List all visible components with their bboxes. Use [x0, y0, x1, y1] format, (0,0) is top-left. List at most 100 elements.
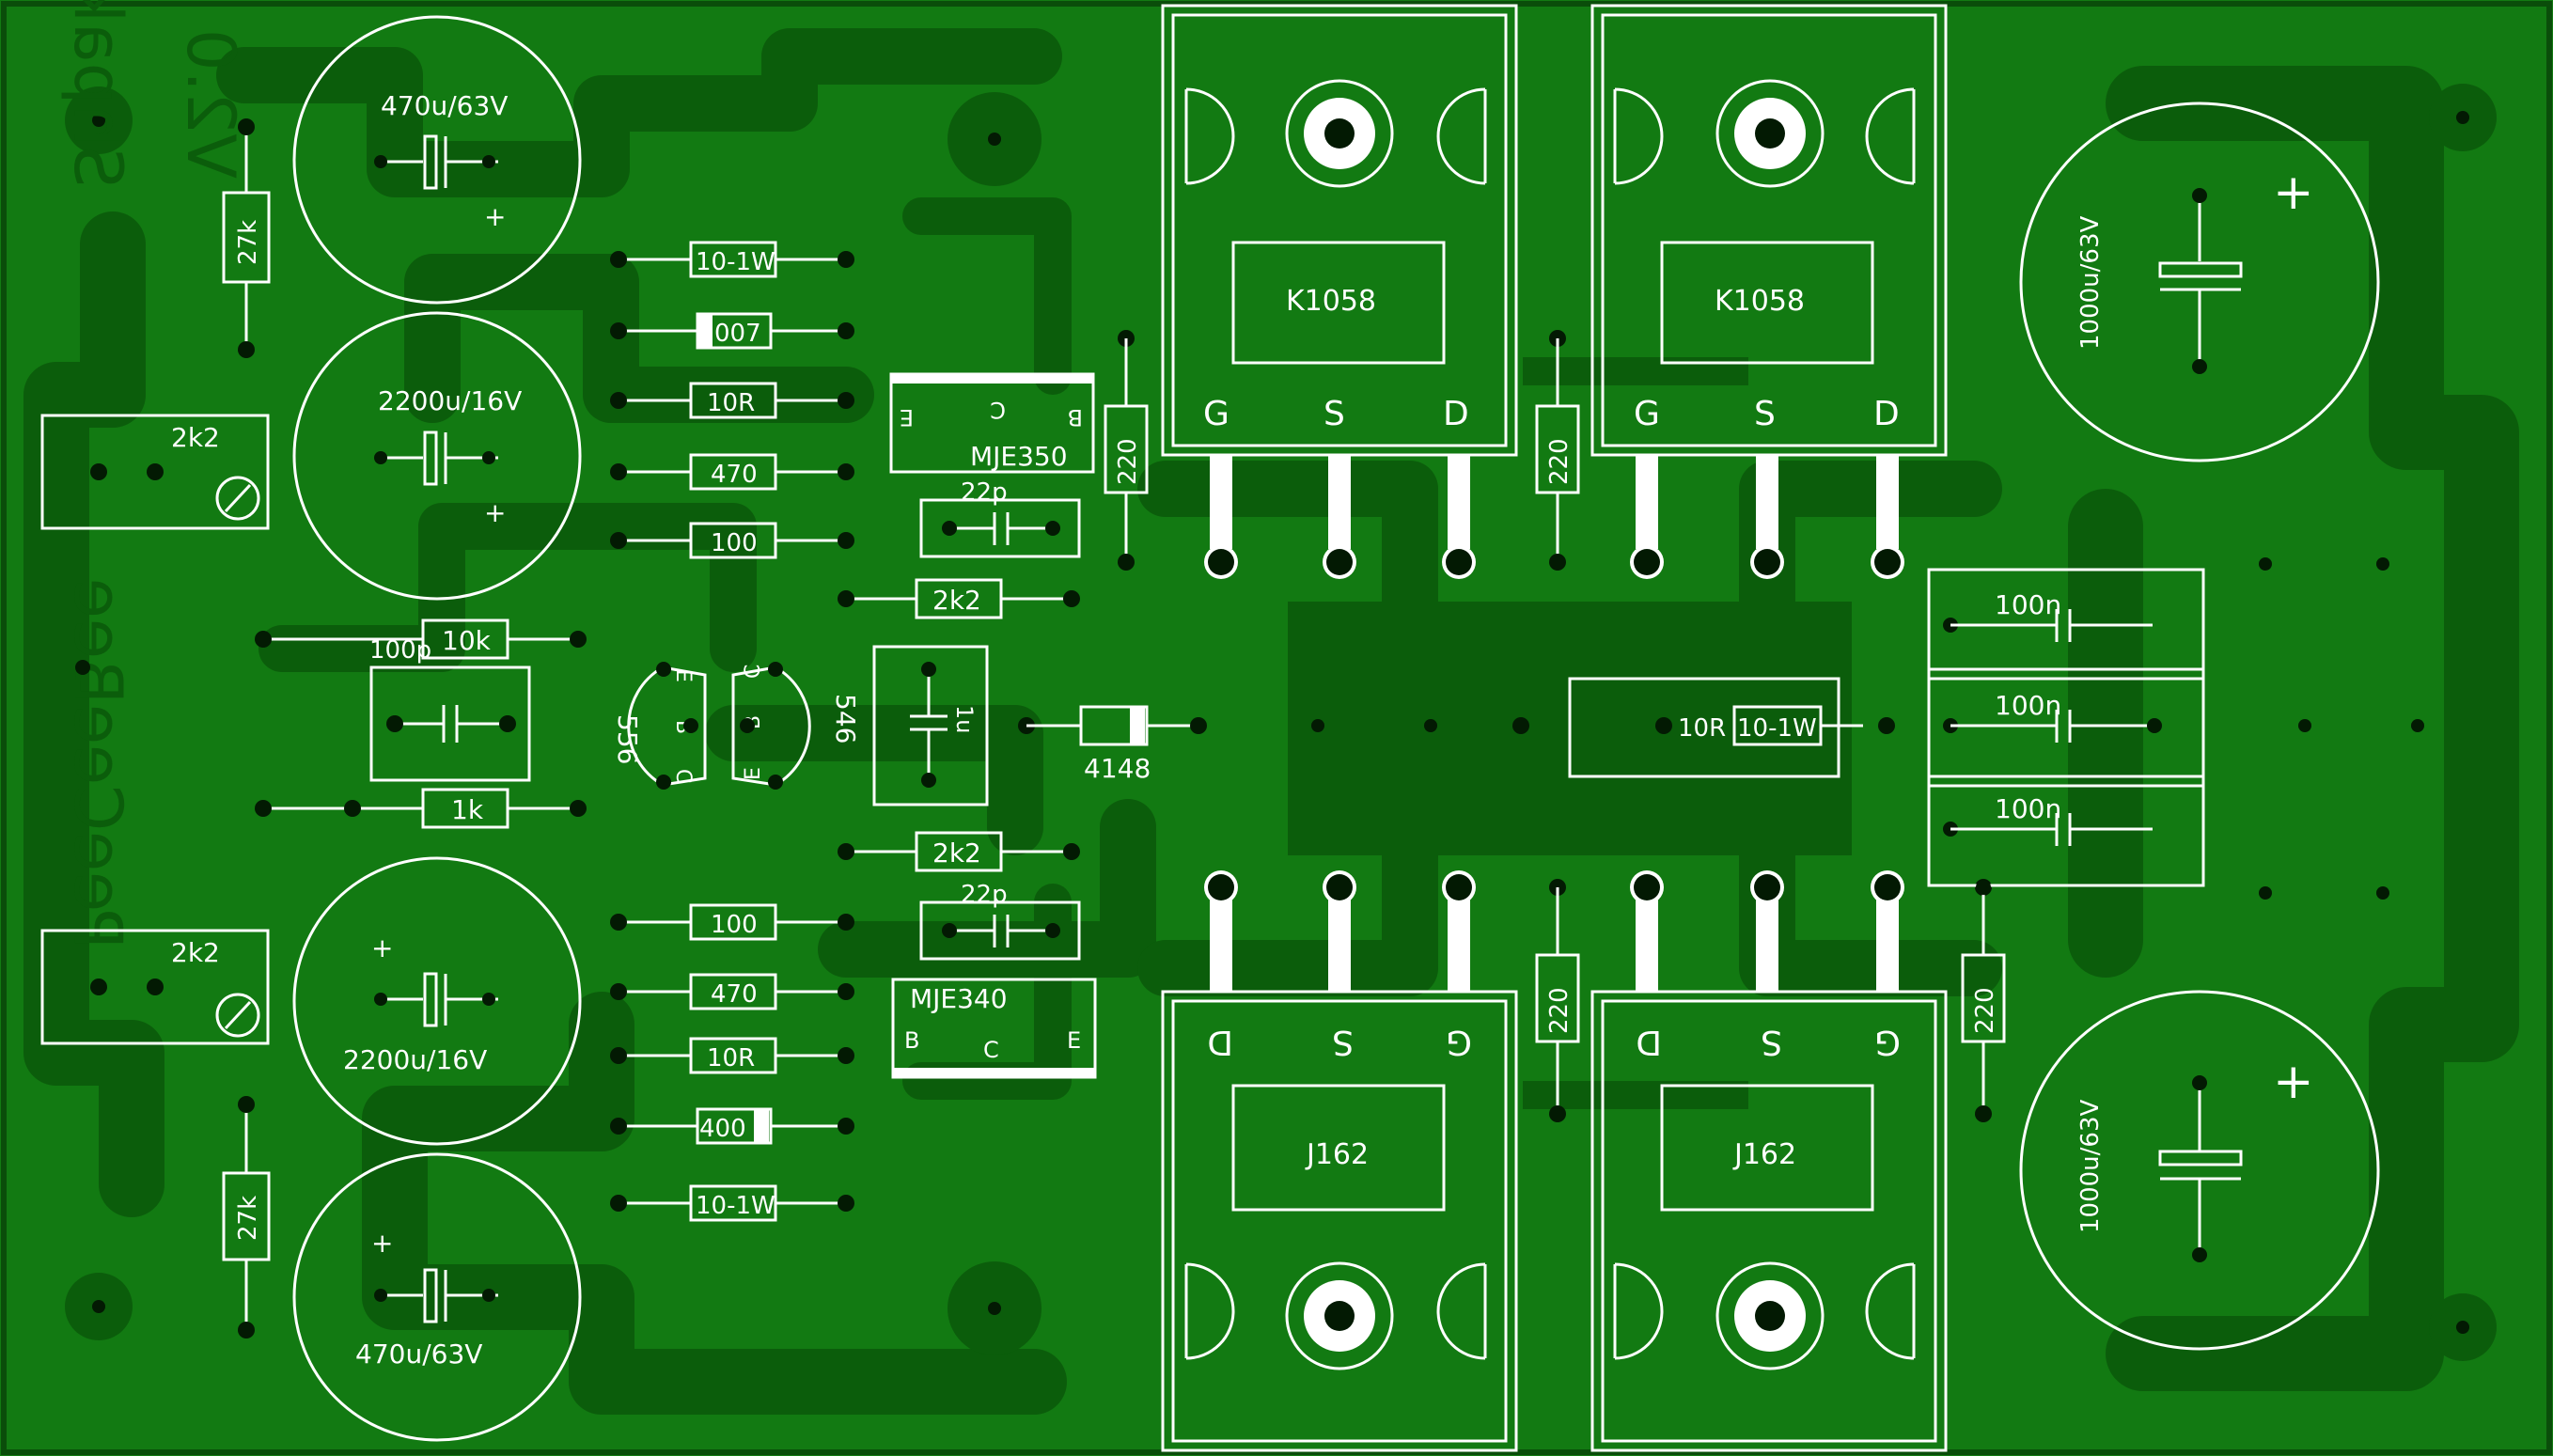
diode-007: 007	[610, 312, 854, 350]
electrolytic-cap-c1: 470u/63V +	[292, 15, 582, 305]
mosfet-bottom-1-pin-d: D	[1207, 1023, 1233, 1061]
mosfet-bottom-1-pin-s: S	[1332, 1023, 1354, 1061]
mosfet-top-1-pin-d: D	[1443, 395, 1469, 433]
resistor-2k2-bottom-label: 2k2	[932, 838, 981, 869]
mje350-pin-e: E	[900, 404, 914, 431]
mje340-pin-c: C	[983, 1037, 999, 1063]
center-small-signal: 10k 100p 1k 556 E B C 546 C	[75, 330, 2006, 1122]
mosfet-top-2-pin-d: D	[1873, 395, 1900, 433]
cap-c2-plus: +	[484, 497, 506, 528]
mje340-label: MJE340	[910, 983, 1008, 1014]
resistor-100-bottom-label: 100	[711, 911, 758, 939]
mosfet-top-2: K1058 G S D	[1590, 4, 1948, 579]
capacitor-100n-3: 100n	[1943, 793, 2153, 846]
resistor-10-1w-center-label: 10-1W	[1737, 714, 1817, 743]
resistor-1k-label: 1k	[451, 794, 484, 825]
mje340-pin-e: E	[1067, 1027, 1081, 1054]
cap-c6-label: 1000u/63V	[2076, 1100, 2105, 1233]
mje340-pin-b: B	[904, 1027, 919, 1054]
resistor-10-1w-bottom-label: 10-1W	[696, 1192, 775, 1220]
resistor-10-1w-bottom: 10-1W	[610, 1184, 854, 1222]
capacitor-100n-1-label: 100n	[1995, 589, 2061, 620]
resistor-2k2-top: 2k2	[838, 578, 1080, 619]
mosfet-bottom-1-pin-g: G	[1446, 1023, 1472, 1061]
resistor-470-bottom: 470	[610, 973, 854, 1010]
mosfet-bottom-1-label: J162	[1305, 1138, 1369, 1171]
resistor-220-b: 220	[1535, 330, 1580, 571]
mirrored-board-text: V2.0 Shpak PeeCeeBee	[59, 0, 249, 949]
mosfet-bottom-1: J162 D S G	[1161, 870, 1518, 1452]
capacitor-22p-top: 22p	[919, 478, 1081, 558]
resistor-10r-center: 10R 10-1W	[1512, 677, 1895, 778]
capacitor-22p-bottom-label: 22p	[961, 881, 1008, 909]
mosfet-top-1: K1058 G S D	[1161, 4, 1518, 579]
electrolytic-cap-c4: 470u/63V +	[292, 1152, 582, 1442]
cap-c3-label: 2200u/16V	[343, 1044, 487, 1075]
resistor-220-a: 220	[1104, 330, 1149, 571]
resistor-1k: 1k	[255, 788, 587, 829]
mosfet-top-2-pin-s: S	[1754, 395, 1776, 433]
mosfet-top-1-pin-g: G	[1203, 395, 1230, 433]
mosfet-bottom-2: J162 D S G	[1590, 870, 1948, 1452]
transistor-mje350: MJE350 E C B	[889, 372, 1095, 474]
mje350-pin-b: B	[1068, 404, 1083, 431]
capacitor-bank-100n: 100n 100n 100n	[1927, 568, 2205, 895]
mje350-label: MJE350	[970, 441, 1068, 472]
resistor-10-1w-top: 10-1W	[610, 241, 854, 278]
resistor-220-c: 220	[1535, 879, 1580, 1122]
cap-c2-label: 2200u/16V	[378, 385, 522, 416]
diode-4148-label: 4148	[1084, 753, 1151, 784]
resistor-470-top-label: 470	[711, 461, 758, 489]
capacitor-100n-2: 100n	[1943, 690, 2162, 743]
diode-400-label: 400	[699, 1115, 746, 1143]
capacitor-22p-top-label: 22p	[961, 478, 1008, 507]
resistor-2k2-top-label: 2k2	[932, 585, 981, 616]
capacitor-1u: 1u	[872, 645, 989, 806]
mosfet-top-2-pin-g: G	[1634, 395, 1660, 433]
mosfet-bottom-2-pin-d: D	[1636, 1023, 1662, 1061]
cap-c3-plus: +	[371, 932, 393, 963]
transistor-mje340: MJE340 B C E	[891, 978, 1097, 1079]
version-text: V2.0	[172, 29, 249, 179]
resistor-27k-bottom-label: 27k	[234, 1196, 262, 1241]
transistor-556: 556 E B C	[612, 662, 707, 790]
transistor-546-label: 546	[830, 694, 861, 744]
cap-c1-plus: +	[484, 201, 506, 232]
electrolytic-cap-c2: 2200u/16V +	[292, 311, 582, 601]
resistor-220-d-label: 220	[1971, 987, 1999, 1034]
electrolytic-cap-c5: + 1000u/63V	[2019, 102, 2380, 462]
left-component-column: 10-1W 007 10R 470 100 100	[610, 241, 854, 1222]
capacitor-100p-label: 100p	[369, 636, 431, 665]
resistor-10r-top-label: 10R	[707, 389, 755, 417]
diode-007-label: 007	[714, 320, 761, 348]
resistor-220-b-label: 220	[1545, 438, 1574, 485]
cap-c4-label: 470u/63V	[355, 1339, 482, 1370]
mosfet-bottom-2-pin-s: S	[1761, 1023, 1782, 1061]
resistor-10r-center-label: 10R	[1678, 714, 1726, 743]
resistor-220-a-label: 220	[1114, 438, 1142, 485]
transistor-546-pin-e: E	[742, 767, 765, 780]
electrolytic-cap-c3: 2200u/16V +	[292, 856, 582, 1146]
mosfet-top-1-label: K1058	[1286, 285, 1376, 318]
right-vias	[2259, 557, 2424, 900]
cap-c5-label: 1000u/63V	[2076, 216, 2105, 350]
mosfet-bottom-2-label: J162	[1732, 1138, 1796, 1171]
mje350-pin-c: C	[990, 397, 1006, 423]
resistor-100-bottom: 100	[610, 903, 854, 941]
resistor-100-top: 100	[610, 522, 854, 559]
transistor-556-label: 556	[612, 714, 643, 764]
mosfet-bottom-2-pin-g: G	[1874, 1023, 1901, 1061]
resistor-10-1w-top-label: 10-1W	[696, 248, 775, 276]
diode-4148: 4148	[1018, 705, 1207, 784]
mounting-holes	[65, 84, 2497, 1361]
trimmer-pot-1: 2k2	[40, 414, 270, 530]
cap-c6-plus: +	[2273, 1054, 2314, 1110]
resistor-100-top-label: 100	[711, 529, 758, 557]
resistor-220-c-label: 220	[1545, 987, 1574, 1034]
capacitor-1u-label: 1u	[951, 705, 978, 733]
cap-c4-plus: +	[371, 1228, 393, 1259]
resistor-10r-bottom-label: 10R	[707, 1044, 755, 1072]
via-center-2	[1424, 719, 1437, 732]
cap-c5-plus: +	[2273, 164, 2314, 221]
